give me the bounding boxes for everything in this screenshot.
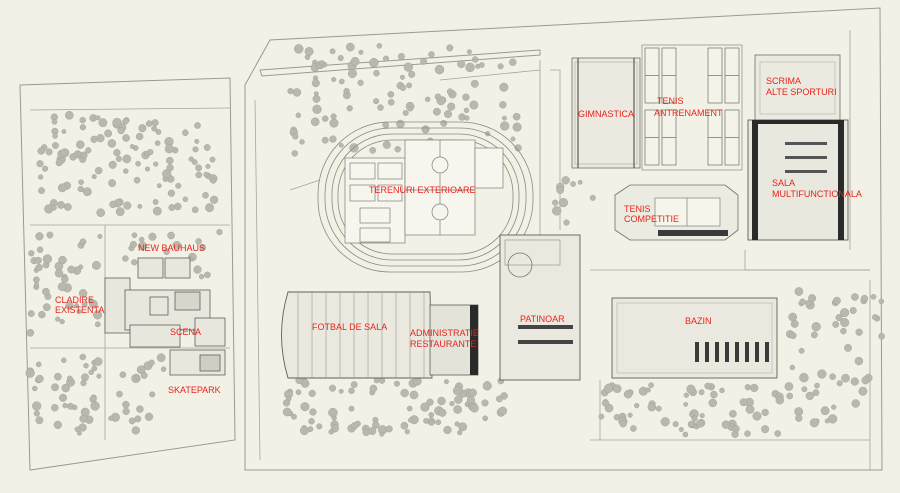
scrima-building (754, 54, 841, 121)
outdoor-courts (344, 139, 504, 244)
label-sala: SALA (772, 178, 795, 188)
label-administratie: ADMINISTRATIE (410, 328, 479, 338)
gimnastica-building (571, 57, 641, 169)
tenis-antrenament-courts (641, 44, 743, 171)
label-scrima-2: ALTE SPORTURI (766, 87, 837, 97)
label-fotbal: FOTBAL DE SALA (312, 322, 387, 332)
label-sala-2: MULTIFUNCTIONALA (772, 189, 862, 199)
label-terenuri: TERENURI EXTERIOARE (369, 185, 476, 195)
label-administratie-2: RESTAURANTE (410, 339, 476, 349)
label-scrima: SCRIMA (766, 76, 801, 86)
fotbal-de-sala-building (281, 291, 479, 379)
running-track (317, 121, 534, 273)
label-bazin: BAZIN (685, 316, 712, 326)
label-cladire: CLADIRE (55, 295, 94, 305)
bazin-building (611, 297, 778, 379)
left-buildings (104, 257, 226, 376)
label-cladire-2: EXISTENTA (55, 305, 104, 315)
label-tenis-antrenament: TENIS (657, 96, 684, 106)
label-tenis-competitie: TENIS (624, 204, 651, 214)
sala-multifunctionala-building (747, 119, 849, 241)
label-gimnastica: GIMNASTICA (578, 109, 634, 119)
label-skatepark: SKATEPARK (168, 385, 221, 395)
label-patinoar: PATINOAR (520, 314, 565, 324)
tenis-competitie-building (614, 184, 739, 241)
label-scena: SCENA (170, 327, 201, 337)
labels: GIMNASTICA TENIS ANTRENAMENT SCRIMA ALTE… (55, 76, 862, 395)
patinoar-building (499, 234, 581, 381)
tree-canopies (25, 42, 885, 438)
label-tenis-competitie-2: COMPETITIE (624, 214, 679, 224)
site-boundary (19, 7, 883, 471)
label-new-bauhaus: NEW BAUHAUS (138, 243, 205, 253)
label-tenis-antrenament-2: ANTRENAMENT (654, 108, 723, 118)
